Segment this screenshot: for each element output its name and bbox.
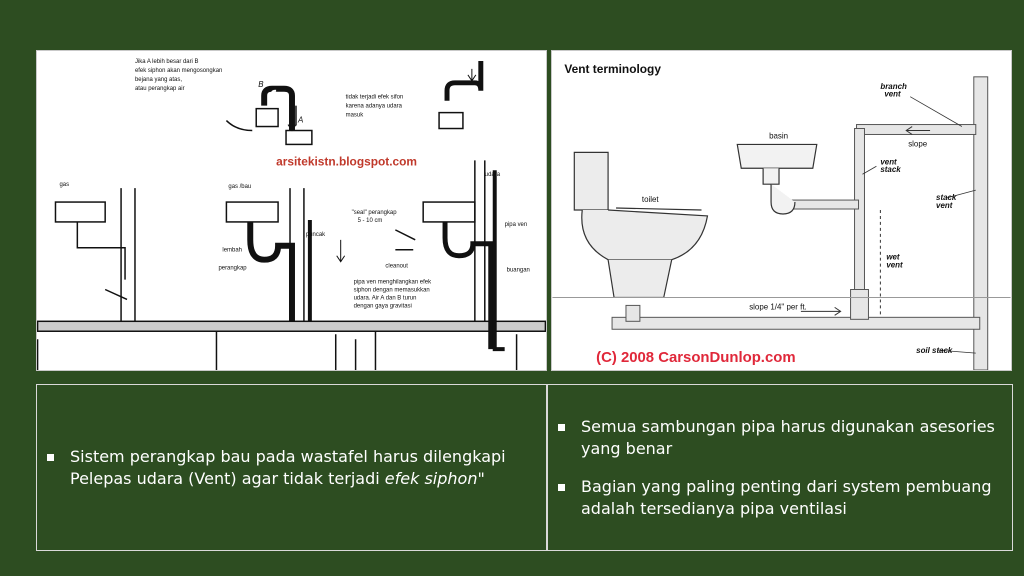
label-cleanout: cleanout	[385, 264, 408, 270]
note-right-line-1: tidak terjadi efek sifon	[346, 95, 404, 101]
label-gas: gas	[59, 182, 69, 188]
note-left-line-3: bejana yang atas,	[135, 77, 182, 83]
note-right-line-3: masuk	[346, 113, 364, 119]
bullet-text-main: Sistem perangkap bau pada wastafel harus…	[70, 446, 506, 488]
label-seal-1: "seal" perangkap	[352, 210, 398, 216]
label-a: A	[297, 116, 303, 125]
figure-title: Vent terminology	[564, 62, 661, 76]
right-text-box: Semua sambungan pipa harus digunakan ase…	[547, 384, 1013, 551]
vent-terminology-svg: Vent terminology basin toilet branch ven…	[552, 62, 1011, 370]
bullet-text: Bagian yang paling penting dari system p…	[581, 476, 992, 518]
pipe-note-line-4: dengan gaya gravitasi	[354, 303, 412, 309]
label-udara: udara	[485, 172, 501, 178]
label-b: B	[258, 80, 264, 89]
siphon-diagram-svg: Jika A lebih besar dari B efek siphon ak…	[37, 59, 546, 370]
pipe-note-line-3: udara. Air A dan B turun	[354, 295, 417, 301]
note-left-line-1: Jika A lebih besar dari B	[135, 59, 199, 65]
label-soil-stack: soil stack	[916, 346, 953, 355]
watermark-text: arsitekistn.blogspot.com	[276, 154, 417, 168]
label-vent-stack-2: stack	[880, 165, 901, 174]
pipe-note-line-2: siphon dengan memasukkan	[354, 287, 430, 293]
label-branch-vent-1: branch	[880, 82, 907, 91]
label-branch-vent-2: vent	[884, 90, 901, 99]
bullet-text: Sistem perangkap bau pada wastafel harus…	[70, 446, 536, 490]
label-perangkap: perangkap	[218, 266, 247, 272]
square-bullet-icon	[558, 423, 565, 431]
label-gas-bau: gas /bau	[228, 184, 251, 190]
copyright-text: (C) 2008 CarsonDunlop.com	[596, 350, 795, 366]
label-slope: slope	[908, 139, 928, 148]
left-text-box: Sistem perangkap bau pada wastafel harus…	[36, 384, 547, 551]
label-wet-vent-1: wet	[886, 253, 900, 262]
square-bullet-icon	[558, 483, 565, 491]
label-pipa-ven: pipa ven	[505, 222, 528, 228]
label-stack-vent-1: stack	[936, 193, 957, 202]
bullet-item: Semua sambungan pipa harus digunakan ase…	[558, 416, 1002, 460]
label-vent-stack-1: vent	[880, 157, 897, 166]
label-stack-vent-2: vent	[936, 201, 953, 210]
label-toilet: toilet	[642, 195, 660, 204]
vent-terminology-image: Vent terminology basin toilet branch ven…	[551, 50, 1012, 371]
label-slope-quarter: slope 1/4" per ft.	[749, 302, 807, 311]
label-seal-2: 5 - 10 cm	[358, 218, 383, 224]
siphon-diagram-image: Jika A lebih besar dari B efek siphon ak…	[36, 50, 547, 371]
bullet-text: Semua sambungan pipa harus digunakan ase…	[581, 416, 995, 458]
label-basin: basin	[769, 131, 788, 140]
label-puncak: puncak	[306, 232, 325, 238]
note-left-line-4: atau perangkap air	[135, 86, 185, 92]
pipe-note-line-1: pipa ven menghilangkan efek	[354, 280, 431, 286]
note-right-line-2: karena adanya udara	[346, 104, 403, 110]
label-wet-vent-2: vent	[886, 261, 903, 270]
label-lembah: lembah	[222, 248, 242, 254]
bullet-text-italic: efek siphon"	[384, 468, 485, 488]
note-left-line-2: efek siphon akan mengosongkan	[135, 68, 222, 74]
square-bullet-icon	[47, 453, 54, 461]
label-buangan: buangan	[507, 268, 530, 274]
bullet-item: Sistem perangkap bau pada wastafel harus…	[47, 446, 536, 490]
bullet-item: Bagian yang paling penting dari system p…	[558, 476, 1002, 520]
